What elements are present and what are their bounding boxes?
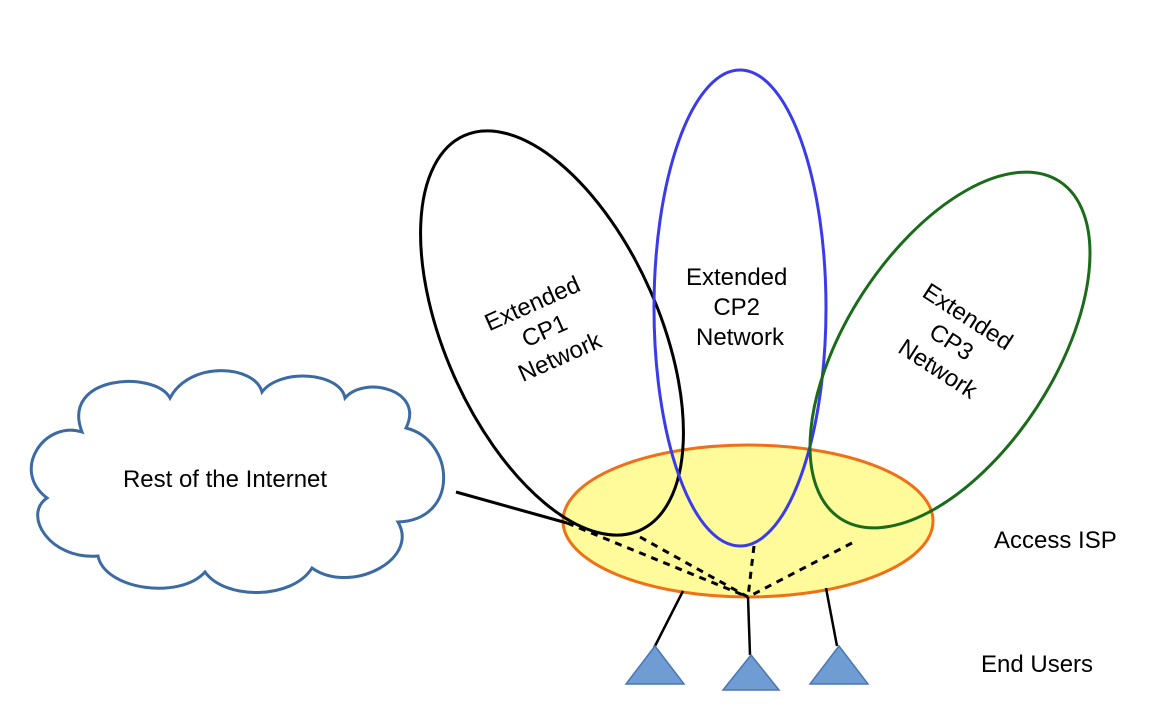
dashed-link-cp3 xyxy=(747,541,853,599)
internet-isp-link xyxy=(455,490,568,525)
cp2-label-line1: Extended xyxy=(686,264,787,291)
access-isp-label: Access ISP xyxy=(994,527,1117,554)
cloud-label: Rest of the Internet xyxy=(123,466,327,493)
end-user-triangles xyxy=(624,644,870,691)
cp1-network-ellipse xyxy=(419,129,685,537)
end-user-triangle-3 xyxy=(808,644,870,685)
user-link-1 xyxy=(652,590,685,649)
cp2-network-ellipse xyxy=(652,68,828,548)
end-users-label: End Users xyxy=(981,651,1093,678)
user-links xyxy=(652,587,839,656)
internet-cloud: Rest of the Internet xyxy=(29,369,446,594)
dashed-link-internet xyxy=(566,521,749,599)
user-link-2 xyxy=(746,596,752,656)
cp3-network-ellipse xyxy=(808,170,1092,530)
access-isp-ellipse xyxy=(561,443,935,599)
dashed-link-cp2 xyxy=(746,545,756,598)
end-user-triangle-2 xyxy=(721,653,781,691)
end-user-triangle-1 xyxy=(624,644,686,685)
cp1-network-label: Extended CP1 Network xyxy=(481,268,615,391)
cp2-label-line2: CP2 xyxy=(713,294,760,321)
cloud-shape xyxy=(29,369,446,594)
cp2-network-label: Extended CP2 Network xyxy=(686,264,794,351)
cp2-label-line3: Network xyxy=(696,324,785,351)
dashed-links xyxy=(566,521,853,599)
user-link-3 xyxy=(824,587,839,647)
cp3-network-label: Extended CP3 Network xyxy=(885,278,1023,410)
